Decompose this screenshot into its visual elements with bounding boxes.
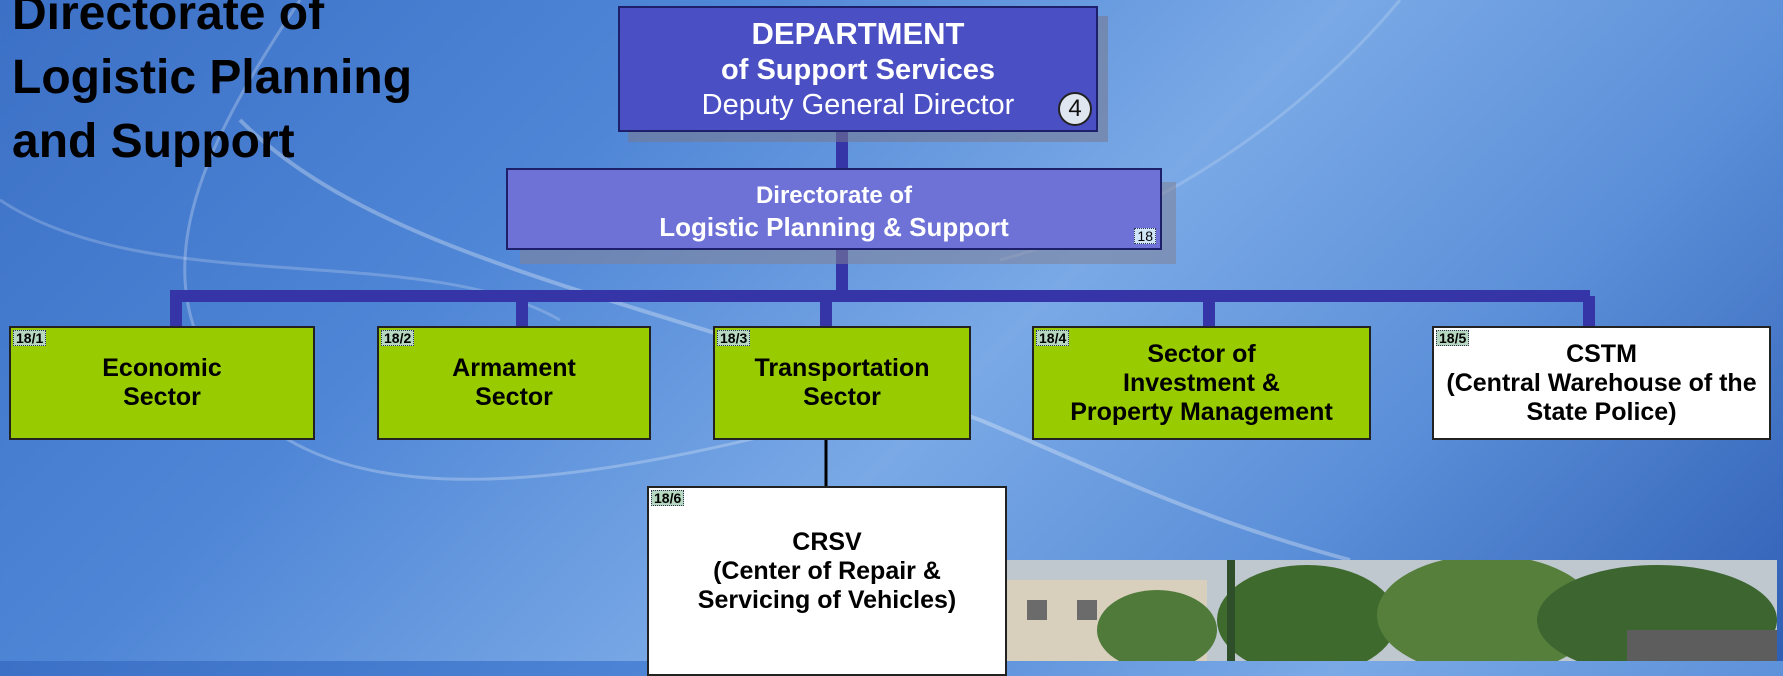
directorate-subtitle: Logistic Planning & Support xyxy=(659,212,1009,242)
sector-id-tag: 18/1 xyxy=(13,330,47,346)
unit-id-tag: 18/6 xyxy=(651,490,685,506)
sector-investment-property: 18/4 Sector of Investment & Property Man… xyxy=(1032,326,1371,440)
sector-id-tag: 18/3 xyxy=(717,330,751,346)
page-title-line: Logistic Planning xyxy=(12,51,413,104)
department-box: DEPARTMENT of Support Services Deputy Ge… xyxy=(618,6,1098,132)
sector-label: State Police) xyxy=(1526,397,1677,426)
facility-photo-illustration xyxy=(1007,560,1777,661)
department-title: DEPARTMENT xyxy=(751,16,965,51)
sector-label: Sector xyxy=(123,383,201,411)
org-chart-connectors xyxy=(170,132,1595,486)
department-subtitle: of Support Services xyxy=(721,54,995,86)
sector-label: Property Management xyxy=(1070,397,1333,426)
unit-label: CRSV xyxy=(792,528,862,556)
facility-photo xyxy=(1007,560,1777,661)
sector-label: Armament xyxy=(452,354,576,382)
unit-crsv: 18/6 CRSV (Center of Repair & Servicing … xyxy=(647,486,1007,676)
sector-label: Economic xyxy=(102,354,222,382)
sector-id-tag: 18/5 xyxy=(1436,330,1470,346)
sector-cstm: 18/5 CSTM (Central Warehouse of the Stat… xyxy=(1432,326,1771,440)
sector-armament: 18/2 Armament Sector xyxy=(377,326,651,440)
unit-label: (Center of Repair & xyxy=(713,557,941,585)
sector-label: Transportation xyxy=(754,354,930,382)
sector-id-tag: 18/2 xyxy=(381,330,415,346)
page-title-line: Directorate of xyxy=(12,0,325,40)
page-title: Directorate of Logistic Planning and Sup… xyxy=(12,0,492,174)
sector-economic: 18/1 Economic Sector xyxy=(9,326,315,440)
directorate-box: Directorate of Logistic Planning & Suppo… xyxy=(506,168,1162,250)
sector-transportation: 18/3 Transportation Sector xyxy=(713,326,971,440)
sector-label: (Central Warehouse of the xyxy=(1446,368,1757,397)
sector-label: Sector of xyxy=(1147,339,1256,368)
unit-label: Servicing of Vehicles) xyxy=(697,586,957,614)
directorate-number-tag: 18 xyxy=(1134,228,1156,244)
sector-label: Sector xyxy=(803,383,881,411)
sector-label: Investment & xyxy=(1123,368,1280,397)
department-number-badge: 4 xyxy=(1058,92,1092,126)
directorate-title: Directorate of xyxy=(755,182,913,209)
sector-id-tag: 18/4 xyxy=(1036,330,1070,346)
page-title-line: and Support xyxy=(12,115,295,168)
sector-label: Sector xyxy=(475,383,553,411)
department-role: Deputy General Director xyxy=(701,89,1015,121)
sector-label: CSTM xyxy=(1566,339,1637,368)
